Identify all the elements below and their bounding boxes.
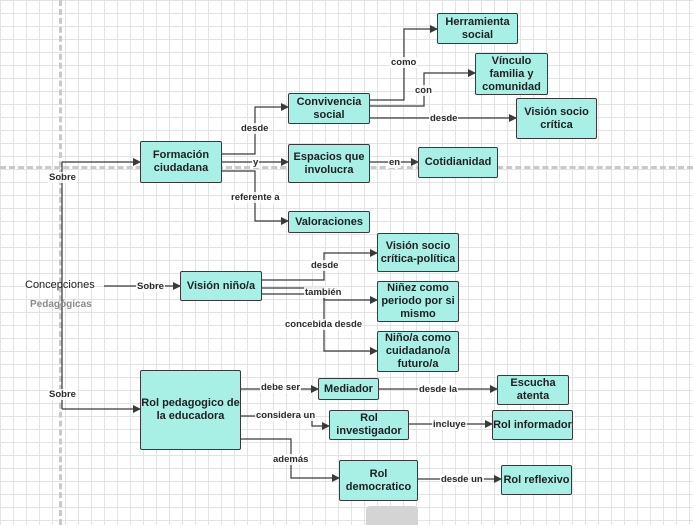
node-rol-democratico[interactable]: Rol democratico bbox=[339, 460, 418, 501]
label-debe-ser: debe ser bbox=[260, 382, 302, 393]
label-sobre-formacion: Sobre bbox=[48, 172, 77, 183]
node-valoraciones[interactable]: Valoraciones bbox=[288, 211, 370, 233]
label-con: con bbox=[414, 85, 433, 96]
node-vision-nino[interactable]: Visión niño/a bbox=[180, 271, 262, 301]
label-desde-un: desde un bbox=[440, 474, 484, 485]
label-considera-un: considera un bbox=[255, 410, 317, 421]
root-title: Concepciones bbox=[25, 279, 95, 291]
label-en: en bbox=[388, 157, 402, 168]
node-nino-como-cuidadano[interactable]: Niño/a como cuidadano/a futuro/a bbox=[377, 331, 459, 372]
root-subtitle: Pedagógicas bbox=[30, 299, 92, 310]
scrollbar-thumb[interactable] bbox=[366, 506, 418, 525]
node-convivencia-social[interactable]: Convivencia social bbox=[288, 93, 370, 124]
label-incluye: incluye bbox=[432, 419, 467, 430]
label-y-espacios: y bbox=[252, 157, 260, 168]
label-desde-convivencia: desde bbox=[240, 123, 270, 134]
node-rol-investigador[interactable]: Rol investigador bbox=[329, 410, 409, 440]
node-herramienta-social[interactable]: Herramienta social bbox=[437, 13, 518, 44]
label-concebida-desde: concebida desde bbox=[284, 319, 364, 330]
dashed-guide-vertical bbox=[59, 0, 62, 525]
label-como: como bbox=[390, 57, 418, 68]
node-vision-socio-critica[interactable]: Visión socio crítica bbox=[516, 98, 597, 139]
node-mediador[interactable]: Mediador bbox=[318, 378, 379, 400]
node-rol-pedagogico[interactable]: Rol pedagogico de la educadora bbox=[140, 370, 241, 450]
node-rol-reflexivo[interactable]: Rol reflexivo bbox=[501, 465, 572, 495]
node-formacion-ciudadana[interactable]: Formación ciudadana bbox=[140, 141, 222, 183]
node-rol-informador[interactable]: Rol informador bbox=[492, 410, 573, 440]
label-ademas: además bbox=[272, 454, 310, 465]
label-referente-a: referente a bbox=[230, 192, 281, 203]
label-sobre-rol: Sobre bbox=[48, 389, 77, 400]
node-cotidianidad[interactable]: Cotidianidad bbox=[418, 147, 498, 178]
node-espacios-que-involucra[interactable]: Espacios que involucra bbox=[288, 144, 370, 183]
label-desde-vision-sc: desde bbox=[429, 113, 459, 124]
label-desde-la: desde la bbox=[418, 384, 459, 395]
label-tambien: también bbox=[304, 287, 343, 298]
node-ninez-como-periodo[interactable]: Niñez como periodo por si mismo bbox=[377, 281, 459, 322]
label-sobre-vision: Sobre bbox=[136, 281, 165, 292]
label-desde-vision-scp: desde bbox=[310, 260, 340, 271]
node-vision-socio-critica-politica[interactable]: Visión socio crítica-política bbox=[377, 233, 459, 272]
node-escucha-atenta[interactable]: Escucha atenta bbox=[497, 375, 569, 405]
node-vinculo-familia-comunidad[interactable]: Vínculo familia y comunidad bbox=[475, 53, 548, 95]
